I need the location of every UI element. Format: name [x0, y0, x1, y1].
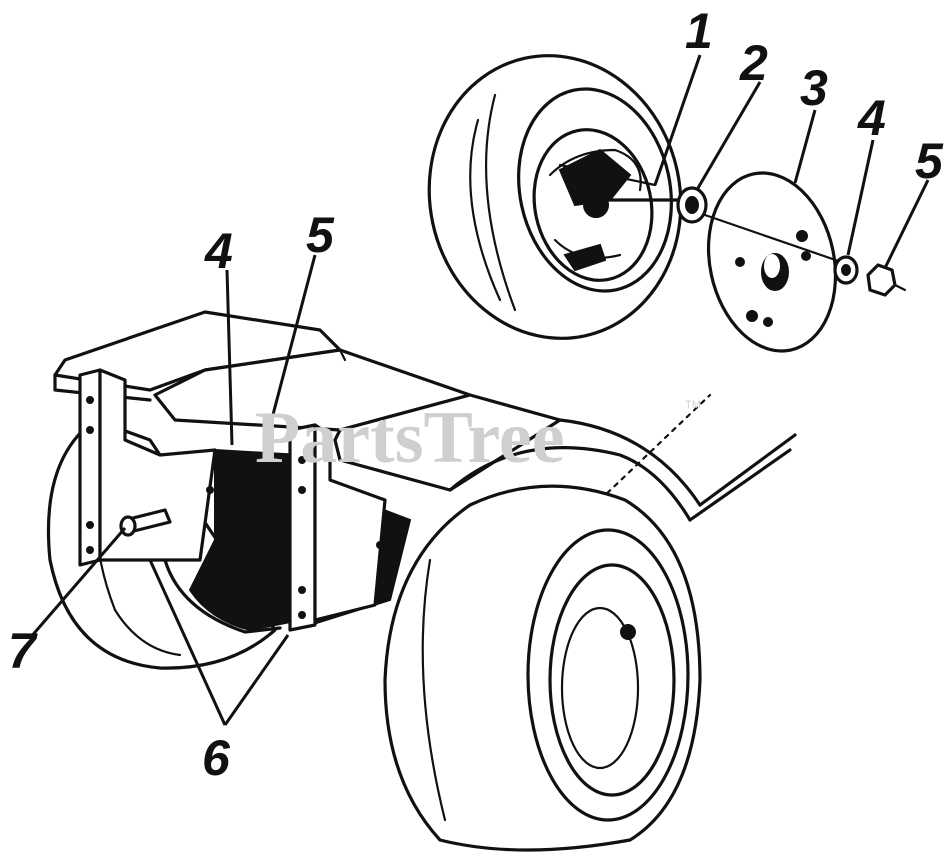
spacer-part [676, 186, 708, 224]
rear-right-tire [383, 484, 702, 852]
callout-5: 5 [915, 133, 944, 189]
callout-1: 1 [685, 3, 713, 59]
nut-part [866, 263, 907, 297]
leader-lines [28, 54, 930, 726]
callout-3: 3 [800, 60, 828, 116]
callout-7: 7 [8, 623, 38, 679]
callout-4-lower: 4 [204, 223, 233, 279]
upper-wheel-tire [427, 54, 683, 340]
washer-part [833, 255, 859, 285]
watermark-trademark: TM [685, 399, 701, 411]
brake-assembly [548, 148, 692, 272]
callout-2: 2 [739, 35, 768, 91]
callout-6: 6 [202, 730, 231, 786]
callout-5-lower: 5 [306, 207, 335, 263]
hub-drum-part [703, 171, 852, 353]
callout-4: 4 [857, 90, 886, 146]
watermark-text: PartsTree [255, 397, 565, 479]
cart-body [53, 310, 797, 632]
